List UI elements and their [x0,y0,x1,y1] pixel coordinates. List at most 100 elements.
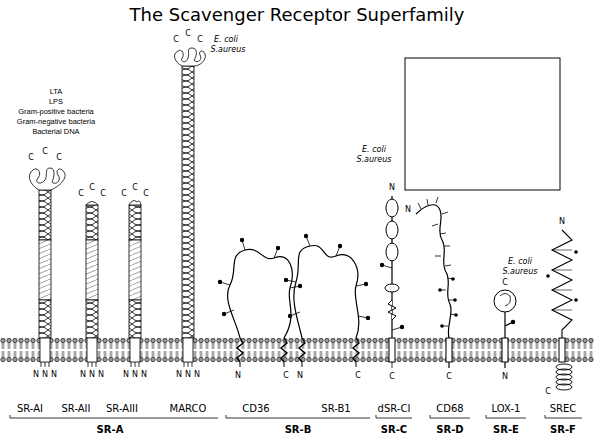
glycan-dot [284,278,288,282]
class-name: SR-E [493,425,519,435]
bacteria-label: E. coli [362,146,386,154]
glycan-dot [276,246,280,250]
lectin-fold [500,294,510,307]
glycan-dot [440,324,444,328]
collagen-domain [86,205,98,240]
glycan-dot [546,274,550,278]
glycan-dot [366,316,370,320]
class-name: SR-F [550,425,576,435]
terminus-letter: C [78,190,84,198]
terminus-letter: N [559,218,565,226]
ligand-label: Gram-positive bacteria [18,108,93,116]
glycan-dot [574,250,578,254]
glycan-stalk [220,240,300,314]
bacteria-label: E. coli [214,36,238,44]
cytoplasmic-tail [184,362,192,367]
glycan-dot [380,263,384,267]
terminus-letter: C [56,154,62,162]
receptor-name: SR-AI [17,404,43,414]
terminus-letter: C [173,36,179,44]
terminus-letter: N [33,371,39,379]
glycan-stalk [382,265,402,368]
glycan-dot [298,284,302,288]
mam-domain [385,284,399,292]
bacteria-label: S.aureus [210,46,245,54]
terminus-letter: C [143,190,149,198]
terminus-letter: N [194,371,200,379]
glycan-dot [364,282,368,286]
terminus-letter: N [176,371,182,379]
dsr-ci-receptor [380,196,404,368]
receptor-name: CD36 [242,404,269,414]
transmembrane-helix [299,338,359,362]
terminus-letter: N [141,371,147,379]
glycan-dot [240,238,244,242]
terminus-letter: N [123,371,129,379]
transmembrane-segment [130,338,140,362]
receptor-name: MARCO [170,404,207,414]
ligand-label: Bacterial DNA [32,128,79,136]
sr-ai-receptor [29,168,65,367]
class-name: SR-B [285,425,312,435]
bacteria-label: S.aureus [502,268,537,276]
glycan-dot [400,325,404,329]
glycan-dot [453,298,457,302]
transmembrane-segment [446,338,452,362]
egf-like-repeats [552,250,572,310]
transmembrane-segment [87,338,97,362]
terminus-letter: C [100,190,106,198]
srcr-domain [175,48,206,66]
cd68-receptor [416,197,458,368]
glycan-dots [546,250,578,302]
sr-aiii-receptor [129,201,141,367]
receptor-name: LOX-1 [492,404,521,414]
glycan-dot [218,280,222,284]
class-name: SR-C [381,425,407,435]
cytoplasmic-tail [131,362,139,367]
cytoplasmic-tail [88,362,96,367]
spacer-domain [129,300,141,338]
truncated-domain [129,201,141,205]
class-name: SR-A [97,425,124,435]
terminus-letter: N [89,371,95,379]
collagen-domain [182,66,194,338]
glycan-dot [511,320,515,324]
glycan-stalk [286,236,368,318]
glycan-dot [288,314,292,318]
transmembrane-segment [559,338,565,362]
terminus-letter: N [297,372,303,380]
ccp-domain [386,243,398,261]
egf-like-repeats [552,230,572,338]
lectin-domain [494,290,516,312]
cytoplasmic-coil [556,364,572,390]
terminus-letter: N [98,371,104,379]
glycan-dot [454,313,458,317]
transmembrane-segment [40,338,50,362]
terminus-letter: C [197,36,203,44]
terminus-letter: C [545,388,551,396]
receptor-name: SR-B1 [321,404,350,414]
coiled-coil-domain [86,240,98,300]
terminus-letter: N [42,371,48,379]
class-name: SR-D [436,425,463,435]
sr-b1-receptor [284,234,370,367]
srcr-domain [29,168,65,190]
receptor-name: SR-AIII [106,404,138,414]
terminus-letter: C [502,279,508,287]
terminus-letter: C [89,184,95,192]
cytoplasmic-tail [240,362,284,367]
terminus-letter: C [446,373,452,381]
transmembrane-segment [183,338,193,362]
ligand-label: LPS [49,98,63,106]
diagram-title: The Scavenger Receptor Superfamily [0,4,594,26]
cytoplasmic-tail [302,362,356,367]
terminus-letter: N [132,371,138,379]
glycan-dot [222,312,226,316]
glycan-spike [418,197,456,326]
cytoplasmic-tail [41,362,49,367]
ligand-label: LTA [50,88,63,96]
marco-receptor [175,48,206,367]
spacer-domain [86,300,98,338]
terminus-letter: N [51,371,57,379]
cd36-receptor [218,238,302,367]
